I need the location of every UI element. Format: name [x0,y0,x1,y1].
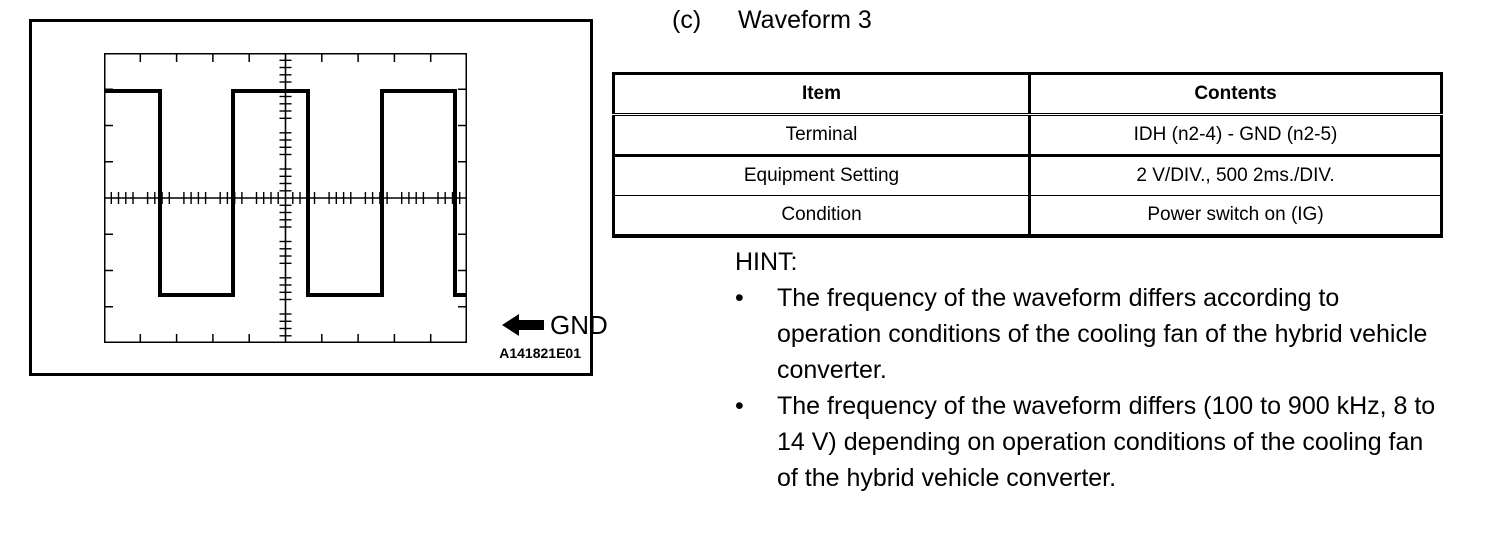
heading-text: Waveform 3 [738,6,872,34]
bullet-icon: • [735,284,744,312]
hint-title: HINT: [735,248,798,276]
left-arrow-icon [502,314,544,336]
hint-list-item: • The frequency of the waveform differs … [735,280,1450,388]
table-header-row: Item Contents [612,72,1443,116]
column-header-contents: Contents [1028,72,1443,116]
oscilloscope-trace-svg [104,53,467,343]
gnd-label: GND [550,310,608,340]
bullet-icon: • [735,392,744,420]
cell-contents-equipment-setting: 2 V/DIV., 500 2ms./DIV. [1028,155,1443,196]
cell-contents-condition: Power switch on (IG) [1028,195,1443,238]
gnd-marker: GND [502,312,608,338]
figure-id-label: A141821E01 [499,345,581,361]
cell-item-equipment-setting: Equipment Setting [612,155,1031,196]
graticule-right-ticks [458,88,466,308]
center-axis-minor-ticks [110,192,461,204]
square-wave-trace [104,89,467,297]
hint-block: HINT: • The frequency of the waveform di… [735,244,1450,496]
table-row: Equipment Setting 2 V/DIV., 500 2ms./DIV… [612,155,1443,196]
page-title: (c) Waveform 3 [672,6,872,35]
hint-list-item: • The frequency of the waveform differs … [735,388,1450,496]
hint-item-text: The frequency of the waveform differs ac… [777,284,1428,384]
table-row: Terminal IDH (n2-4) - GND (n2-5) [612,114,1443,157]
hint-item-text: The frequency of the waveform differs (1… [777,392,1436,492]
graticule-bottom-ticks [139,334,432,342]
cell-item-condition: Condition [612,195,1031,238]
column-header-item: Item [612,72,1031,116]
oscilloscope-plot [104,53,467,343]
center-vertical-minor-ticks [279,59,292,337]
cell-item-terminal: Terminal [612,114,1031,157]
waveform-spec-table: Item Contents Terminal IDH (n2-4) - GND … [612,72,1443,238]
waveform-figure-panel: GND A141821E01 [29,19,608,376]
cell-contents-terminal: IDH (n2-4) - GND (n2-5) [1028,114,1443,157]
graticule-top-ticks [139,54,432,62]
heading-marker: (c) [672,6,702,34]
table-row: Condition Power switch on (IG) [612,195,1443,238]
